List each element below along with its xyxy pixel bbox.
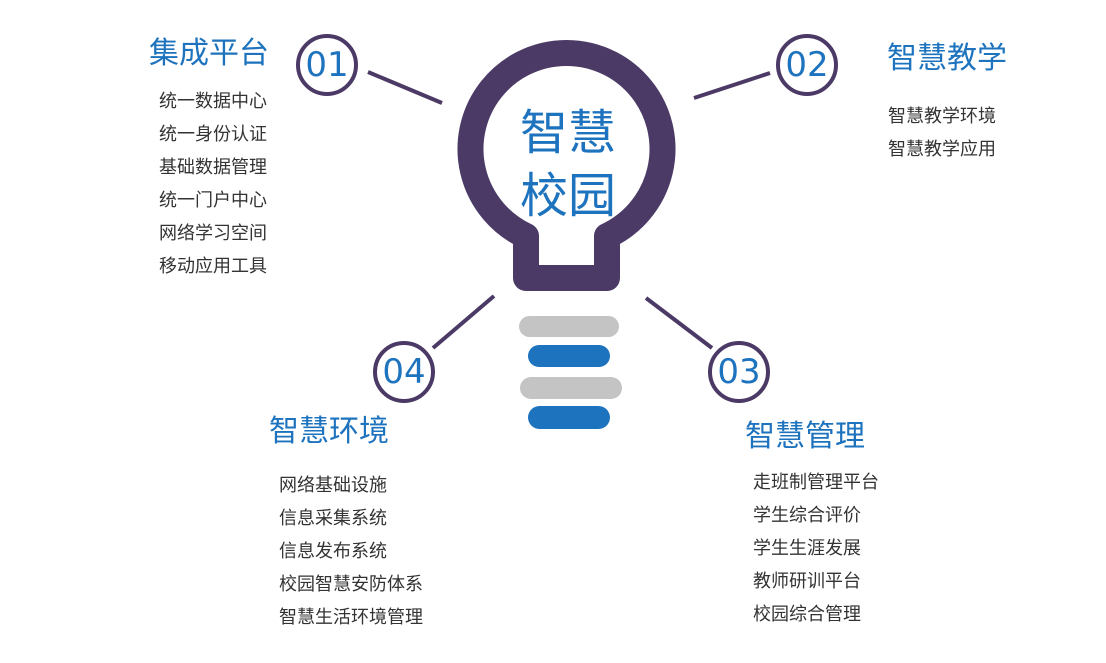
bulb-base-stripe-2 — [528, 345, 610, 367]
list-item: 统一门户中心 — [159, 190, 267, 211]
center-title-line1: 智慧 — [520, 105, 616, 161]
section-title-03: 智慧管理 — [745, 419, 865, 454]
number-label-03: 03 — [717, 352, 760, 392]
list-item: 网络学习空间 — [159, 223, 267, 244]
number-circle-01 — [296, 34, 358, 96]
list-item: 统一身份认证 — [159, 124, 267, 145]
connector-line-03 — [644, 296, 714, 350]
bulb-base-stripe-4 — [528, 406, 610, 429]
number-label-02: 02 — [785, 45, 828, 85]
list-item: 智慧教学环境 — [888, 106, 996, 127]
number-label-04: 04 — [382, 352, 425, 392]
list-item: 智慧教学应用 — [888, 139, 996, 160]
list-item: 教师研训平台 — [753, 571, 861, 592]
section-title-01: 集成平台 — [149, 36, 269, 71]
list-item: 统一数据中心 — [159, 91, 267, 112]
list-item: 走班制管理平台 — [753, 472, 879, 493]
section-title-02: 智慧教学 — [887, 41, 1007, 76]
list-item: 网络基础设施 — [279, 475, 387, 496]
list-item: 学生生涯发展 — [753, 538, 861, 559]
list-item: 移动应用工具 — [159, 256, 267, 277]
list-item: 基础数据管理 — [159, 157, 267, 178]
list-item: 学生综合评价 — [753, 505, 861, 526]
list-item: 智慧生活环境管理 — [279, 607, 423, 628]
list-item: 信息采集系统 — [279, 508, 387, 529]
connector-line-02 — [693, 71, 771, 100]
bulb-base-stripe-1 — [519, 316, 619, 337]
list-item: 信息发布系统 — [279, 541, 387, 562]
number-label-01: 01 — [305, 45, 348, 85]
list-item: 校园综合管理 — [753, 604, 861, 625]
number-circle-04 — [373, 341, 435, 403]
section-list-03: 走班制管理平台 学生综合评价 学生生涯发展 教师研训平台 校园综合管理 — [753, 466, 879, 631]
section-list-04: 网络基础设施 信息采集系统 信息发布系统 校园智慧安防体系 智慧生活环境管理 — [279, 469, 423, 634]
bulb-base-stripe-3 — [520, 377, 622, 399]
lightbulb-icon — [457, 39, 676, 291]
number-circle-02 — [776, 34, 838, 96]
connector-line-01 — [367, 70, 443, 105]
number-circle-03 — [708, 341, 770, 403]
section-title-04: 智慧环境 — [269, 414, 389, 449]
connector-line-04 — [431, 294, 496, 350]
section-list-02: 智慧教学环境 智慧教学应用 — [888, 100, 996, 166]
section-list-01: 统一数据中心 统一身份认证 基础数据管理 统一门户中心 网络学习空间 移动应用工… — [159, 85, 267, 283]
list-item: 校园智慧安防体系 — [279, 574, 423, 595]
center-title-line2: 校园 — [520, 168, 616, 224]
